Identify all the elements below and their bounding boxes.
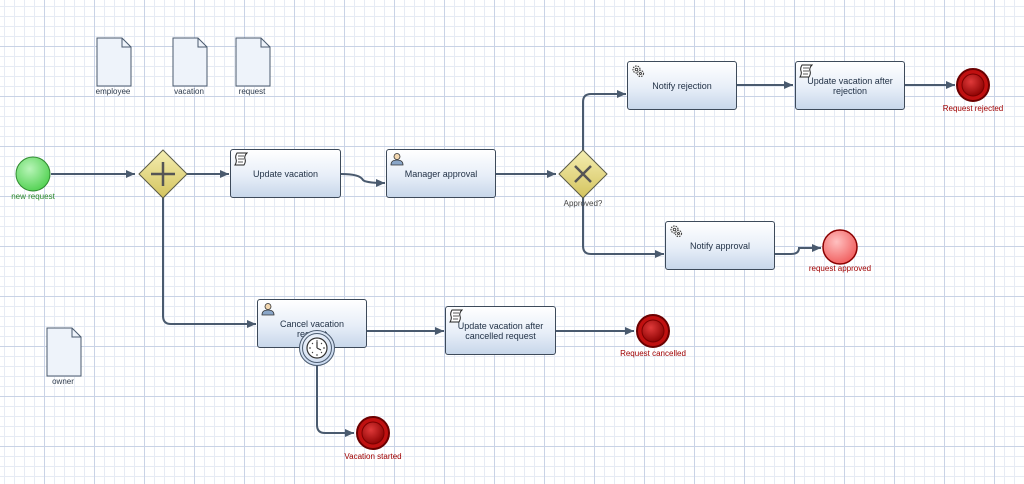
task-update-after-rejection[interactable]: Update vacation after rejection	[795, 61, 905, 110]
task-update-vacation[interactable]: Update vacation	[230, 149, 341, 198]
data-object-label: vacation	[174, 87, 204, 96]
task-update-after-cancel[interactable]: Update vacation after cancelled request	[445, 306, 556, 355]
script-icon	[449, 309, 463, 323]
task-notify-approval[interactable]: Notify approval	[665, 221, 775, 270]
end-event-cancelled[interactable]	[636, 314, 670, 348]
parallel-gateway[interactable]	[138, 149, 188, 199]
task-label: Manager approval	[404, 168, 478, 179]
flow-xor-to-notify-approval[interactable]	[582, 198, 664, 258]
end-event-label: Vacation started	[344, 452, 402, 461]
flow-update-to-manager[interactable]	[340, 173, 386, 187]
timer-boundary-icon[interactable]	[298, 329, 336, 367]
flow-xor-to-notify-rejection[interactable]	[582, 90, 626, 150]
flow-parallel-to-cancel[interactable]	[162, 198, 256, 328]
task-manager-approval[interactable]: Manager approval	[386, 149, 496, 198]
task-label: Notify rejection	[652, 80, 712, 91]
end-event-label: Request rejected	[942, 104, 1004, 113]
task-label: Update vacation after rejection	[807, 75, 893, 96]
task-label: Update vacation	[252, 168, 319, 179]
task-label: Notify approval	[689, 240, 751, 251]
data-object-label: employee	[95, 87, 131, 96]
data-object-icon[interactable]	[96, 37, 132, 87]
end-event-started[interactable]	[356, 416, 390, 450]
data-object-icon[interactable]	[172, 37, 208, 87]
end-event-label: Request cancelled	[620, 349, 686, 358]
task-notify-rejection[interactable]: Notify rejection	[627, 61, 737, 110]
data-object-label: request	[238, 87, 266, 96]
task-label: Update vacation after cancelled request	[457, 320, 544, 341]
data-object-icon[interactable]	[235, 37, 271, 87]
script-icon	[799, 64, 813, 78]
script-icon	[234, 152, 248, 166]
gateway-label: Approved?	[563, 199, 603, 208]
user-icon	[261, 303, 275, 316]
gear-icon	[670, 225, 683, 238]
end-event-approved[interactable]	[822, 229, 858, 265]
data-object-label: owner	[52, 377, 74, 386]
sequence-flows	[51, 81, 955, 437]
end-event-rejected[interactable]	[956, 68, 990, 102]
end-event-label: request approved	[808, 264, 872, 273]
gear-icon	[632, 65, 645, 78]
data-object-icon[interactable]	[46, 327, 82, 377]
user-icon	[390, 153, 404, 166]
flow-approval-to-end[interactable]	[775, 244, 821, 255]
exclusive-gateway[interactable]	[558, 149, 608, 199]
start-event-circle[interactable]	[15, 156, 51, 192]
start-event-label: new request	[11, 192, 55, 201]
flow-timer-to-end-started[interactable]	[316, 364, 354, 437]
